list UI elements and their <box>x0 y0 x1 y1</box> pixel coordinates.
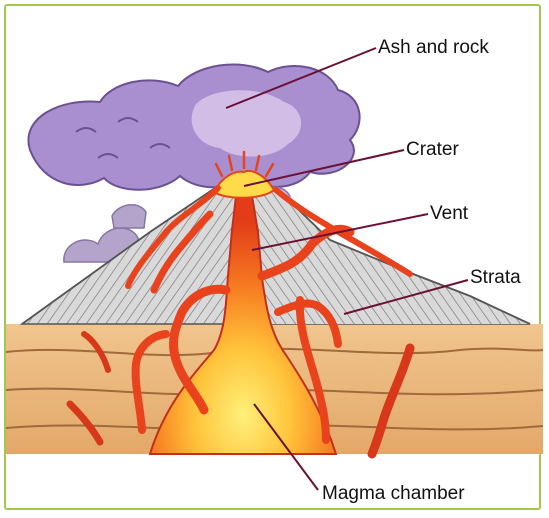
label-strata: Strata <box>470 268 521 287</box>
label-magma-chamber: Magma chamber <box>322 484 465 503</box>
label-crater: Crater <box>406 140 459 159</box>
label-ash-and-rock: Ash and rock <box>378 38 489 57</box>
label-vent: Vent <box>430 204 468 223</box>
